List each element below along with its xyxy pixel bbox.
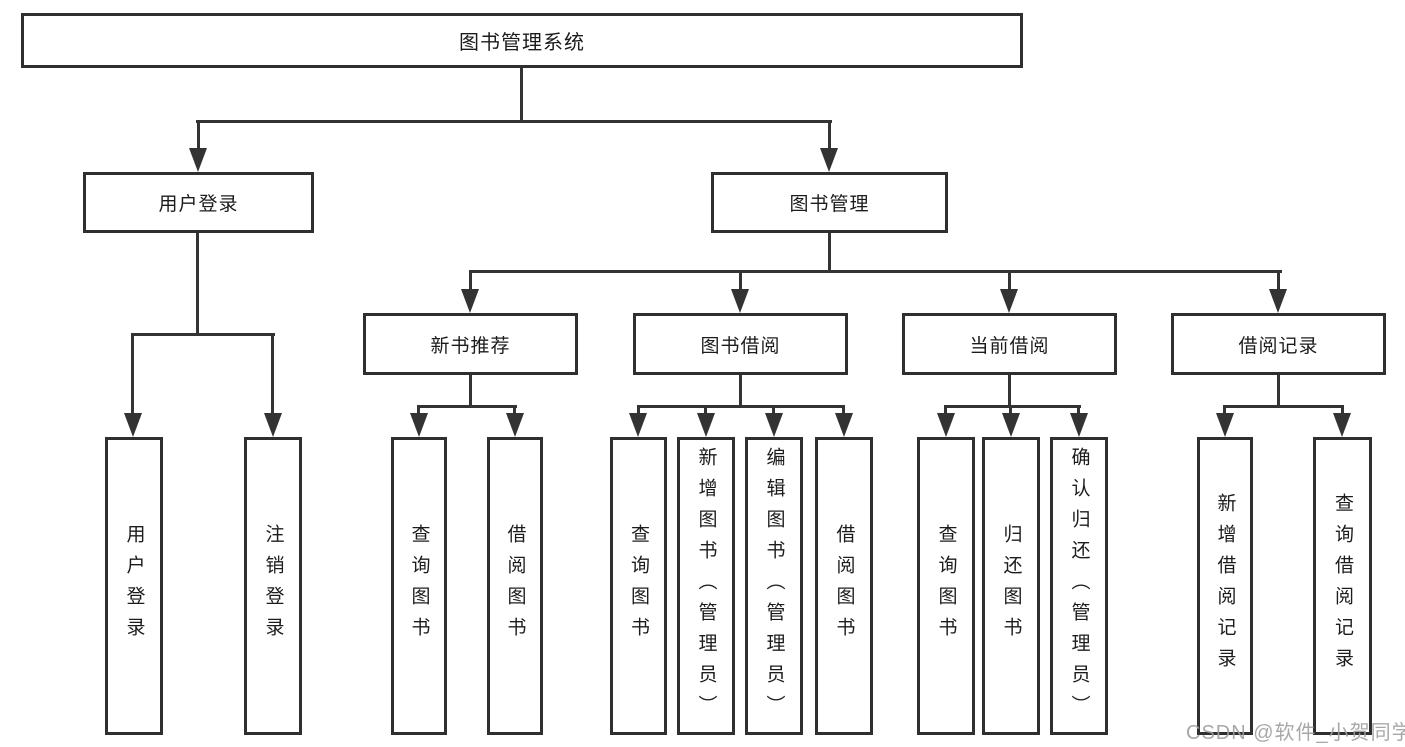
csdn-watermark: CSDN @软件_小贺同学 — [1186, 722, 1405, 744]
leaf-current-query-books: 查询图书 — [917, 437, 975, 735]
leaf-records-add-borrow-record: 新增借阅记录 — [1197, 437, 1253, 735]
connector-line — [842, 405, 845, 415]
connector-line — [417, 405, 517, 408]
arrowhead-down-icon — [1002, 413, 1020, 437]
connector-line — [1008, 375, 1011, 408]
leaf-borrow-edit-books-admin: 编辑图书（管理员） — [745, 437, 803, 735]
node-library-management-system: 图书管理系统 — [21, 13, 1023, 68]
arrowhead-down-icon — [410, 413, 428, 437]
connector-line — [1008, 270, 1011, 292]
connector-line — [469, 270, 1282, 273]
arrowhead-down-icon — [937, 413, 955, 437]
connector-line — [513, 405, 516, 415]
arrowhead-down-icon — [1333, 413, 1351, 437]
node-borrowing-records: 借阅记录 — [1171, 313, 1386, 375]
connector-line — [704, 405, 707, 415]
connector-line — [469, 375, 472, 408]
connector-line — [828, 120, 831, 150]
arrowhead-down-icon — [697, 413, 715, 437]
connector-line — [1277, 270, 1280, 292]
connector-line — [469, 270, 472, 292]
node-user-login: 用户登录 — [83, 172, 314, 233]
arrowhead-down-icon — [1000, 289, 1018, 313]
connector-line — [772, 405, 775, 415]
connector-line — [637, 405, 640, 415]
connector-line — [944, 405, 1081, 408]
node-book-management: 图书管理 — [711, 172, 948, 233]
arrowhead-down-icon — [835, 413, 853, 437]
connector-line — [1223, 405, 1344, 408]
leaf-borrow-borrow-books: 借阅图书 — [815, 437, 873, 735]
connector-line — [739, 375, 742, 408]
leaf-logout: 注销登录 — [244, 437, 302, 735]
arrowhead-down-icon — [629, 413, 647, 437]
connector-line — [828, 233, 831, 273]
arrowhead-down-icon — [264, 413, 282, 437]
connector-line — [1341, 405, 1344, 415]
arrowhead-down-icon — [1269, 289, 1287, 313]
node-book-borrowing: 图书借阅 — [633, 313, 848, 375]
connector-line — [1077, 405, 1080, 415]
connector-line — [271, 333, 274, 415]
leaf-current-return-books: 归还图书 — [982, 437, 1040, 735]
arrowhead-down-icon — [820, 148, 838, 172]
connector-line — [637, 405, 845, 408]
arrowhead-down-icon — [506, 413, 524, 437]
arrowhead-down-icon — [124, 413, 142, 437]
connector-line — [739, 270, 742, 292]
connector-line — [417, 405, 420, 415]
connector-line — [131, 333, 134, 415]
node-current-borrowing: 当前借阅 — [902, 313, 1117, 375]
leaf-recommend-borrow-books: 借阅图书 — [487, 437, 543, 735]
connector-line — [944, 405, 947, 415]
leaf-borrow-query-books: 查询图书 — [610, 437, 667, 735]
arrowhead-down-icon — [731, 289, 749, 313]
leaf-user-login: 用户登录 — [105, 437, 163, 735]
connector-line — [1223, 405, 1226, 415]
connector-line — [131, 333, 275, 336]
connector-line — [196, 233, 199, 336]
arrowhead-down-icon — [1070, 413, 1088, 437]
arrowhead-down-icon — [189, 148, 207, 172]
leaf-borrow-add-books-admin: 新增图书（管理员） — [677, 437, 735, 735]
arrowhead-down-icon — [1216, 413, 1234, 437]
leaf-records-query-borrow-record: 查询借阅记录 — [1313, 437, 1372, 735]
node-new-book-recommendation: 新书推荐 — [363, 313, 578, 375]
connector-line — [1009, 405, 1012, 415]
leaf-recommend-query-books: 查询图书 — [391, 437, 447, 735]
arrowhead-down-icon — [765, 413, 783, 437]
connector-line — [197, 120, 200, 150]
connector-line — [520, 68, 523, 123]
arrowhead-down-icon — [461, 289, 479, 313]
connector-line — [196, 120, 832, 123]
connector-line — [1277, 375, 1280, 408]
leaf-current-confirm-return-admin: 确认归还（管理员） — [1050, 437, 1108, 735]
